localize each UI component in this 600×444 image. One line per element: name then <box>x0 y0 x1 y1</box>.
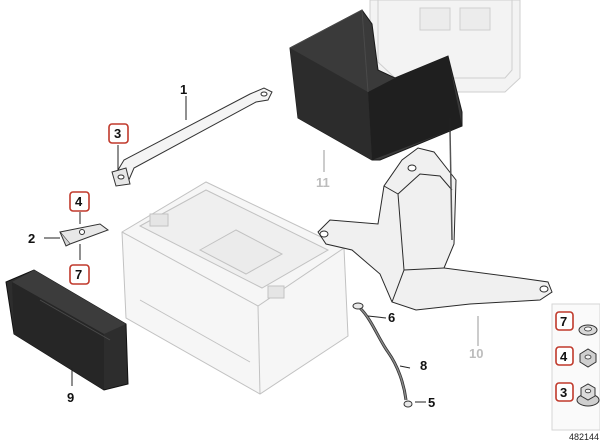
callout-box-7 <box>69 264 90 285</box>
callout-9: 9 <box>67 390 74 405</box>
callout-8: 8 <box>420 358 427 373</box>
battery-insulation-cover <box>289 9 463 161</box>
legend-box-7 <box>555 311 574 331</box>
small-clip-bracket <box>59 223 110 247</box>
callout-box-4 <box>69 191 90 212</box>
callout-box-3 <box>108 123 129 144</box>
battery-tray-bracket <box>317 129 553 311</box>
legend-box-3 <box>555 382 574 402</box>
callout-5: 5 <box>428 395 435 410</box>
legend-number-3: 3 <box>560 385 567 400</box>
legend-number-4: 4 <box>560 349 568 364</box>
leader-lines <box>44 96 479 403</box>
callout-11: 11 <box>316 175 330 190</box>
highlight-boxes <box>69 123 574 402</box>
callout-1: 1 <box>180 82 187 97</box>
callout-7: 7 <box>75 267 82 282</box>
callout-2: 2 <box>28 231 35 246</box>
battery-ghost-main <box>121 181 349 395</box>
callout-4: 4 <box>75 194 83 209</box>
callout-3: 3 <box>114 126 121 141</box>
callout-6: 6 <box>388 310 395 325</box>
reference-number: 482144 <box>569 432 599 442</box>
legend-number-7: 7 <box>560 314 567 329</box>
ground-cable <box>352 302 413 408</box>
nut-icon <box>579 348 597 368</box>
legend-box-4 <box>555 346 574 366</box>
washer-icon <box>578 324 598 336</box>
callout-10: 10 <box>469 346 483 361</box>
side-cover-panel <box>5 269 129 391</box>
flange-nut-icon <box>576 383 600 407</box>
battery-strap-bracket <box>111 87 273 187</box>
